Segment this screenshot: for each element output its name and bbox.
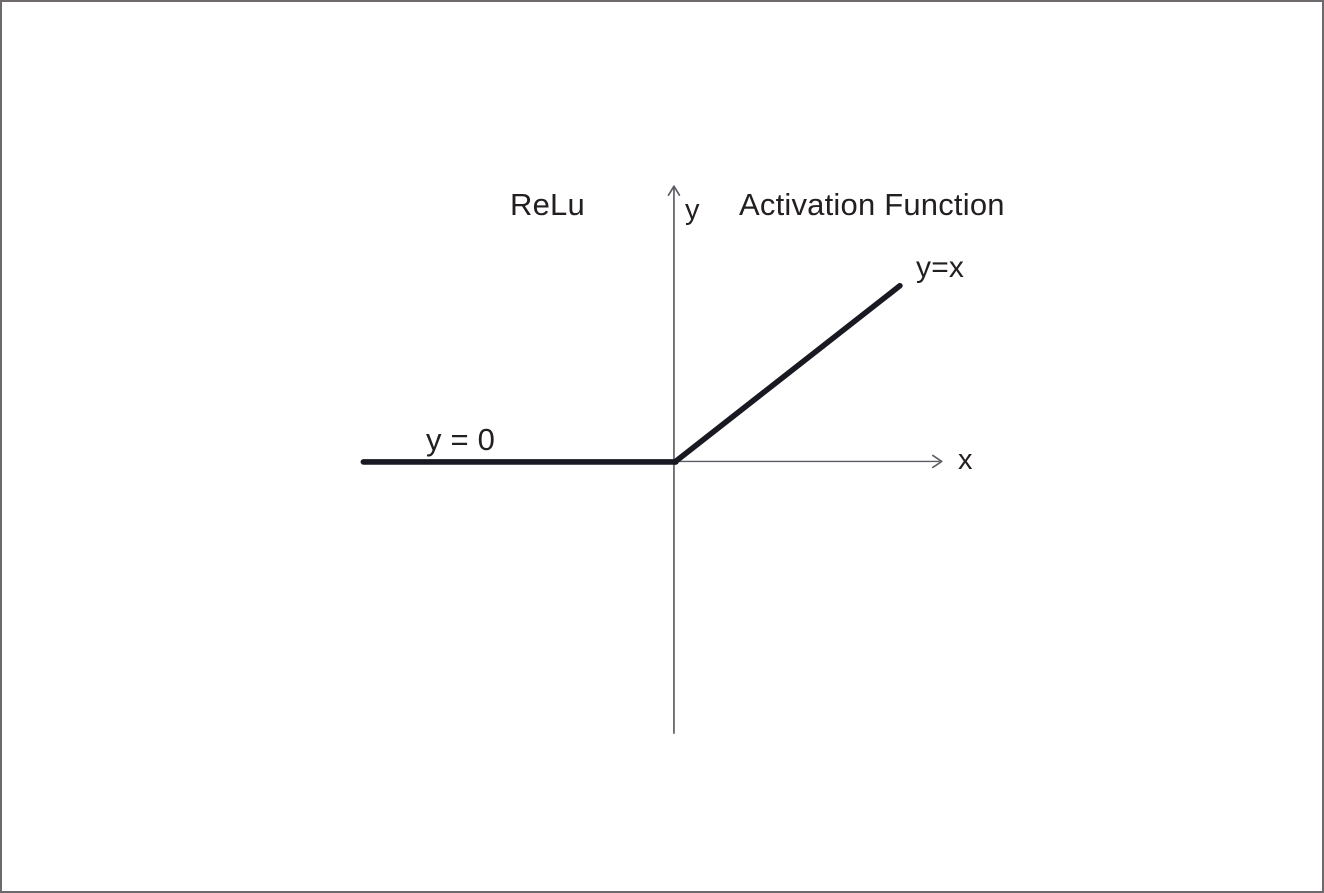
positive-branch-annotation: y=x xyxy=(916,251,965,284)
y-axis-label: y xyxy=(685,194,700,226)
y-axis-arrowhead-icon xyxy=(667,185,681,196)
figure-title-left: ReLu xyxy=(510,187,585,222)
x-axis-label: x xyxy=(958,444,973,476)
negative-branch-annotation: y = 0 xyxy=(426,422,496,457)
x-axis-arrowhead-icon xyxy=(931,454,943,469)
relu-positive-branch-line xyxy=(672,282,903,465)
figure-title-right: Activation Function xyxy=(739,187,1005,222)
